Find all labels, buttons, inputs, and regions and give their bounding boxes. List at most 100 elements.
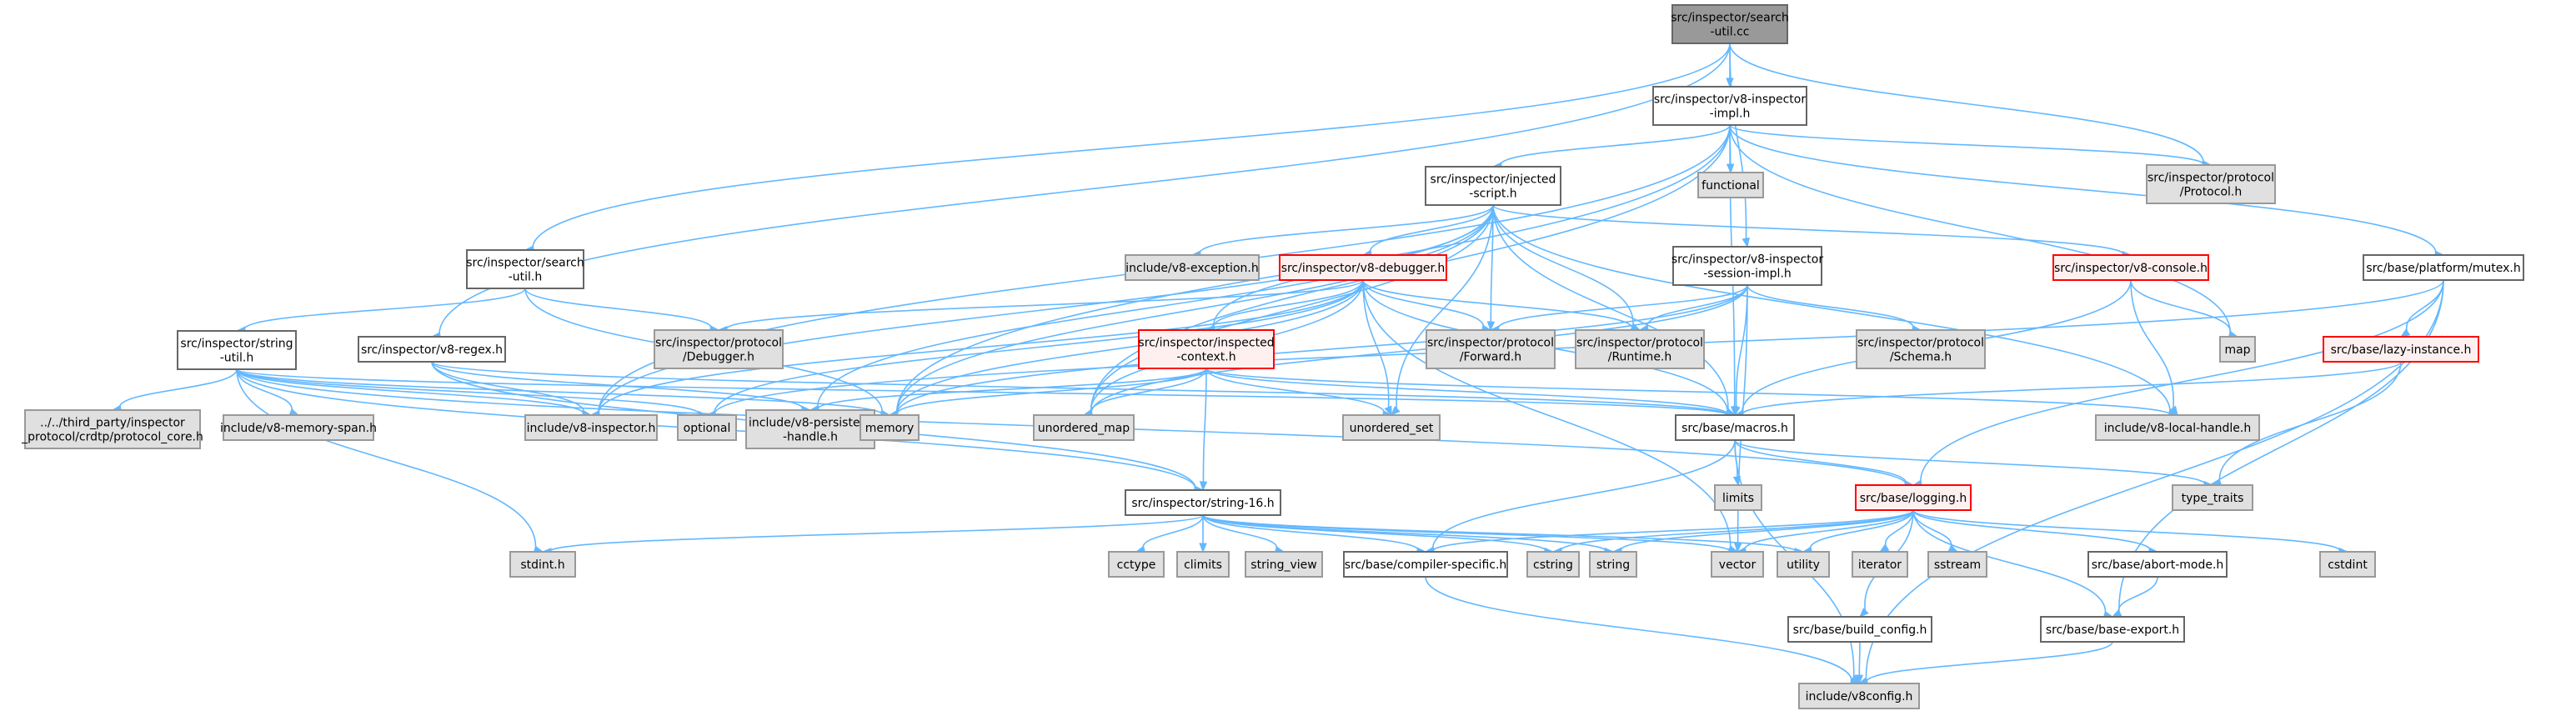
node-box [860,414,920,441]
edge-injected_script-to-forward_h [1486,204,1496,332]
node-box [1852,551,1908,578]
node-v8-exception: include/v8-exception.h [1125,254,1260,281]
node-label: string_view [1250,558,1316,572]
node-abort-mode[interactable]: src/base/abort-mode.h [2087,551,2228,578]
edge-string_16-to-cctype [1135,514,1204,553]
node-macros[interactable]: src/base/macros.h [1675,414,1795,441]
node-label: /Schema.h [1890,351,1952,364]
node-box [1589,551,1637,578]
node-box [2040,616,2185,643]
edge-search_util_h-to-string_util [235,288,526,334]
node-label: src/base/compiler-specific.h [1345,558,1507,572]
node-iterator: iterator [1852,551,1908,578]
node-mutex[interactable]: src/base/platform/mutex.h [2363,254,2524,281]
node-box [1176,551,1230,578]
node-v8-regex[interactable]: src/inspector/v8-regex.h [358,336,506,363]
node-label: include/v8-memory-span.h [220,422,377,435]
edge-v8_console-to-local_handle [2130,279,2178,417]
arrowhead [1878,543,1890,553]
node-box [1279,254,1447,281]
node-label: -session-impl.h [1703,268,1792,281]
edge-logging-to-sstream [1912,509,1959,553]
node-label: src/inspector/v8-inspector [1671,253,1823,267]
node-label: sstream [1934,558,1981,572]
edge-inspected_context-to-local_handle [1205,368,2179,419]
edge-v8_inspector_impl-to-mutex [1729,124,2445,258]
node-v8-inspector-h: include/v8-inspector.h [524,414,658,441]
node-box [24,409,201,449]
node-box [2219,336,2256,363]
node-box [677,414,737,441]
edge-search_util_cc-to-search_util_h [524,43,1731,253]
node-session-impl[interactable]: src/inspector/v8-inspector-session-impl.… [1671,246,1823,286]
node-label: src/base/lazy-instance.h [2331,343,2472,357]
node-build-config[interactable]: src/base/build_config.h [1787,616,1932,643]
node-label: include/v8-inspector.h [527,422,656,435]
node-box [524,414,658,441]
node-base-export[interactable]: src/base/base-export.h [2040,616,2185,643]
node-v8-inspector-impl[interactable]: src/inspector/v8-inspector-impl.h [1652,86,1807,126]
edge-macros-to-type_traits [1734,439,2214,489]
node-box [2323,336,2479,363]
edge-session_impl-to-schema_h [1747,284,1922,333]
node-label: include/v8-persistent [749,417,872,430]
node-lazy-instance[interactable]: src/base/lazy-instance.h [2323,336,2479,363]
node-label: src/base/abort-mode.h [2092,558,2224,572]
node-v8-debugger[interactable]: src/inspector/v8-debugger.h [1279,254,1447,281]
node-compiler-specific[interactable]: src/base/compiler-specific.h [1343,551,1508,578]
arrowhead [1855,674,1864,685]
node-v8-console[interactable]: src/inspector/v8-console.h [2052,254,2209,281]
edge-injected_script-to-v8_inspector_h [589,204,1494,418]
node-logging[interactable]: src/base/logging.h [1855,484,1972,511]
node-box [1125,489,1281,516]
node-label: -handle.h [783,431,838,444]
node-label: -util.h [509,271,543,284]
node-label: /Forward.h [1460,351,1521,364]
node-inspected-context[interactable]: src/inspector/inspected-context.h [1138,329,1275,369]
node-search-util-h[interactable]: src/inspector/search-util.h [466,249,584,289]
node-label: string [1596,558,1630,572]
edge-search_util_cc-to-session_impl [1729,43,1750,248]
node-box [654,329,784,369]
edge-layer [111,43,2445,687]
node-label: map [2224,343,2250,357]
node-search-util-cc[interactable]: src/inspector/search-util.cc [1671,4,1789,44]
node-label: src/inspector/string [180,338,293,351]
node-label: src/inspector/v8-console.h [2054,262,2208,275]
node-v8config: include/v8config.h [1798,683,1920,709]
node-box [1426,329,1556,369]
edge-session_impl-to-runtime_h [1638,284,1748,333]
node-local-handle: include/v8-local-handle.h [2095,414,2260,441]
node-box [2087,551,2228,578]
edge-logging-to-string [1611,509,1914,555]
node-label: utility [1787,558,1820,572]
node-injected-script[interactable]: src/inspector/injected-script.h [1425,166,1561,206]
node-box [2052,254,2209,281]
node-box [466,249,584,289]
node-memory: memory [860,414,920,441]
node-string-view: string_view [1245,551,1323,578]
arrowhead [1734,543,1742,553]
node-label: include/v8-local-handle.h [2104,422,2251,435]
node-label: limits [1722,492,1754,505]
node-box [1714,484,1762,511]
edge-logging-to-cstdint [1912,509,2349,556]
node-cstdint: cstdint [2319,551,2376,578]
node-schema-h: src/inspector/protocol/Schema.h [1856,329,1986,369]
edge-session_impl-to-forward_h [1489,284,1748,333]
node-unordered-set: unordered_set [1342,414,1441,441]
node-string-util[interactable]: src/inspector/string-util.h [177,330,297,370]
node-label: src/inspector/string-16.h [1131,497,1274,510]
arrowhead [1199,543,1207,553]
node-memory-span: include/v8-memory-span.h [220,414,377,441]
node-box [1697,172,1764,198]
node-box [1787,616,1932,643]
node-layer: src/inspector/search-util.cc src/inspecto… [21,4,2524,709]
arrowhead [1732,405,1741,417]
arrowhead [1384,405,1392,417]
node-box [1855,484,1972,511]
edge-injected_script-to-local_handle [1492,204,2179,418]
node-string-16[interactable]: src/inspector/string-16.h [1125,489,1281,516]
edge-injected_script-to-unordered_set [1391,204,1494,416]
